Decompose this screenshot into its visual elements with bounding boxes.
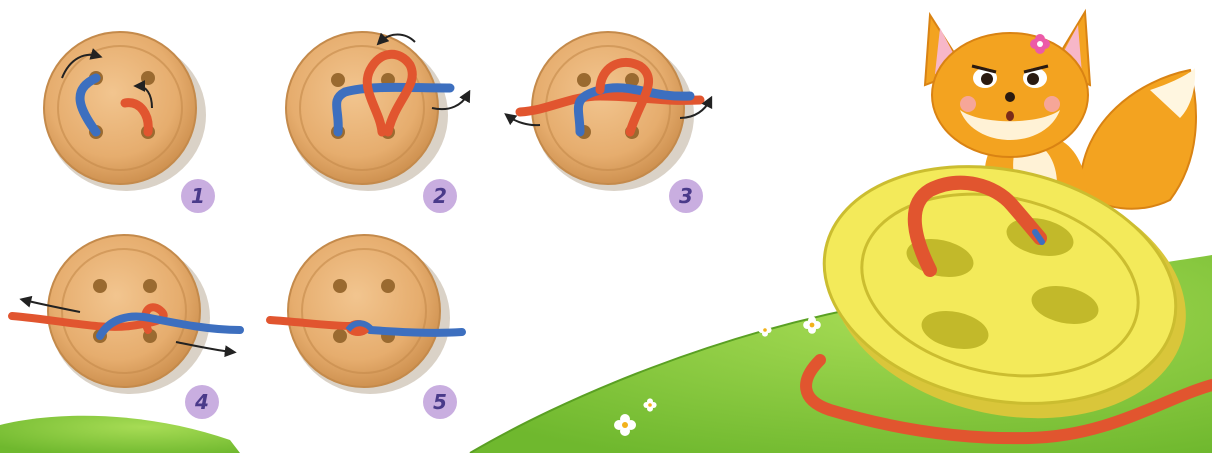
svg-text:3: 3 bbox=[679, 184, 693, 208]
step-1: 1 bbox=[44, 32, 215, 213]
svg-text:2: 2 bbox=[433, 184, 447, 208]
step-3: 3 bbox=[508, 32, 710, 213]
svg-text:1: 1 bbox=[191, 184, 205, 208]
step-badge-5: 5 bbox=[423, 385, 457, 419]
step-badge-2: 2 bbox=[423, 179, 457, 213]
step-badge-4: 4 bbox=[185, 385, 219, 419]
svg-text:5: 5 bbox=[433, 390, 447, 414]
step-badge-3: 3 bbox=[669, 179, 703, 213]
step-5: 5 bbox=[270, 235, 462, 419]
step-2: 2 bbox=[286, 32, 468, 213]
step-badge-1: 1 bbox=[181, 179, 215, 213]
step-4: 4 bbox=[12, 235, 240, 419]
svg-text:4: 4 bbox=[194, 390, 209, 414]
